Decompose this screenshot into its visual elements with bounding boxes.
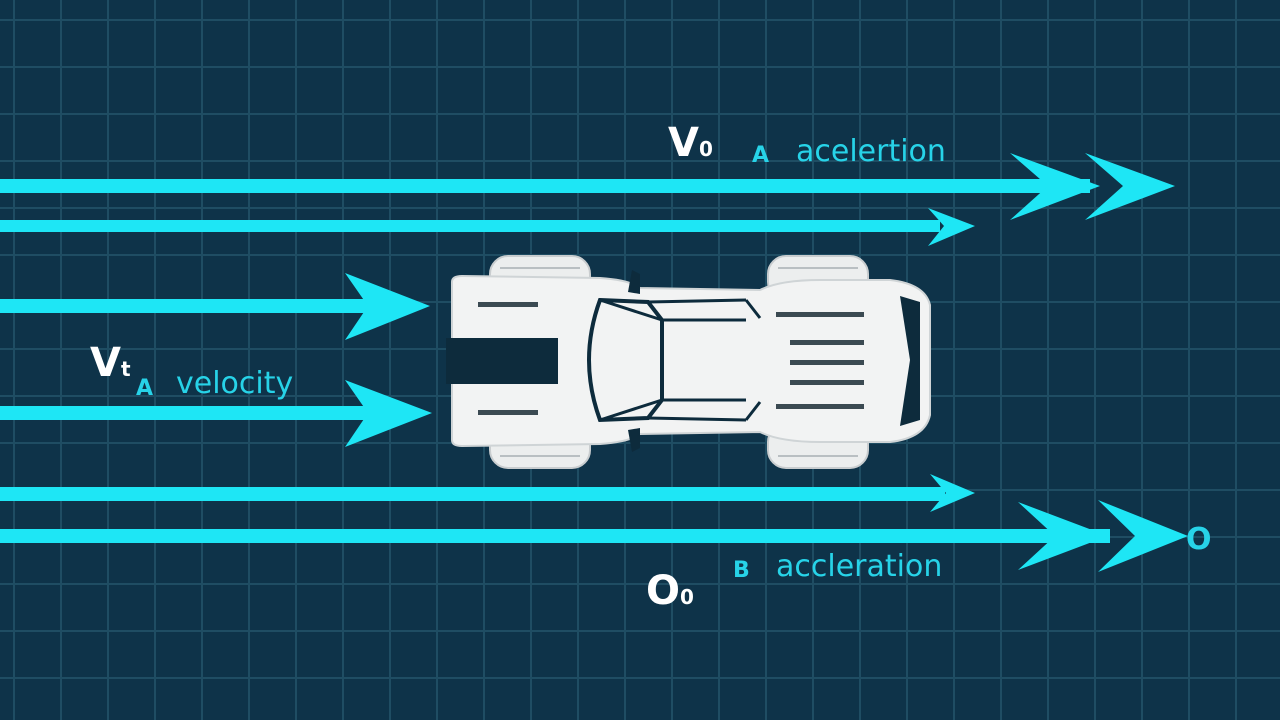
mirror-icon bbox=[628, 270, 640, 294]
arrow-velocity-lower bbox=[0, 380, 432, 447]
label-bottom-prefix: B bbox=[733, 558, 750, 583]
label-left-symbol: V bbox=[90, 340, 121, 386]
engine-vents bbox=[776, 312, 864, 409]
arrow-group bbox=[0, 153, 1188, 572]
label-bottom-symbol: O bbox=[646, 568, 681, 614]
arrow-velocity-upper bbox=[0, 273, 430, 340]
label-left: Vt bbox=[90, 340, 131, 386]
label-bottom-text: accleration bbox=[776, 549, 943, 584]
vent-lines-left bbox=[478, 302, 538, 415]
front-light bbox=[900, 296, 920, 426]
roof-lines bbox=[647, 298, 747, 422]
cabin-struts bbox=[599, 298, 762, 422]
label-top-symbol: V bbox=[668, 120, 699, 166]
label-top-text: acelertion bbox=[796, 134, 946, 169]
label-left-text: velocity bbox=[176, 366, 294, 401]
arrow-lower bbox=[0, 474, 975, 512]
rear-panel bbox=[446, 338, 558, 384]
label-left-prefix: A bbox=[136, 376, 154, 401]
mirror-icon bbox=[628, 428, 640, 452]
sports-car-top-view-icon bbox=[446, 255, 931, 469]
label-top-prefix: A bbox=[752, 143, 770, 168]
arrow-bottom-double bbox=[0, 500, 1188, 572]
cabin bbox=[587, 297, 664, 423]
label-bottom: O0 bbox=[646, 568, 694, 614]
label-top: V0 bbox=[668, 120, 713, 166]
car-body bbox=[451, 274, 931, 448]
end-marker: O bbox=[1186, 522, 1212, 557]
label-left-subscript: t bbox=[120, 357, 131, 381]
label-top-subscript: 0 bbox=[698, 137, 713, 161]
arrow-upper bbox=[0, 208, 975, 246]
label-bottom-subscript: 0 bbox=[680, 585, 694, 609]
arrow-top-double bbox=[0, 153, 1175, 220]
